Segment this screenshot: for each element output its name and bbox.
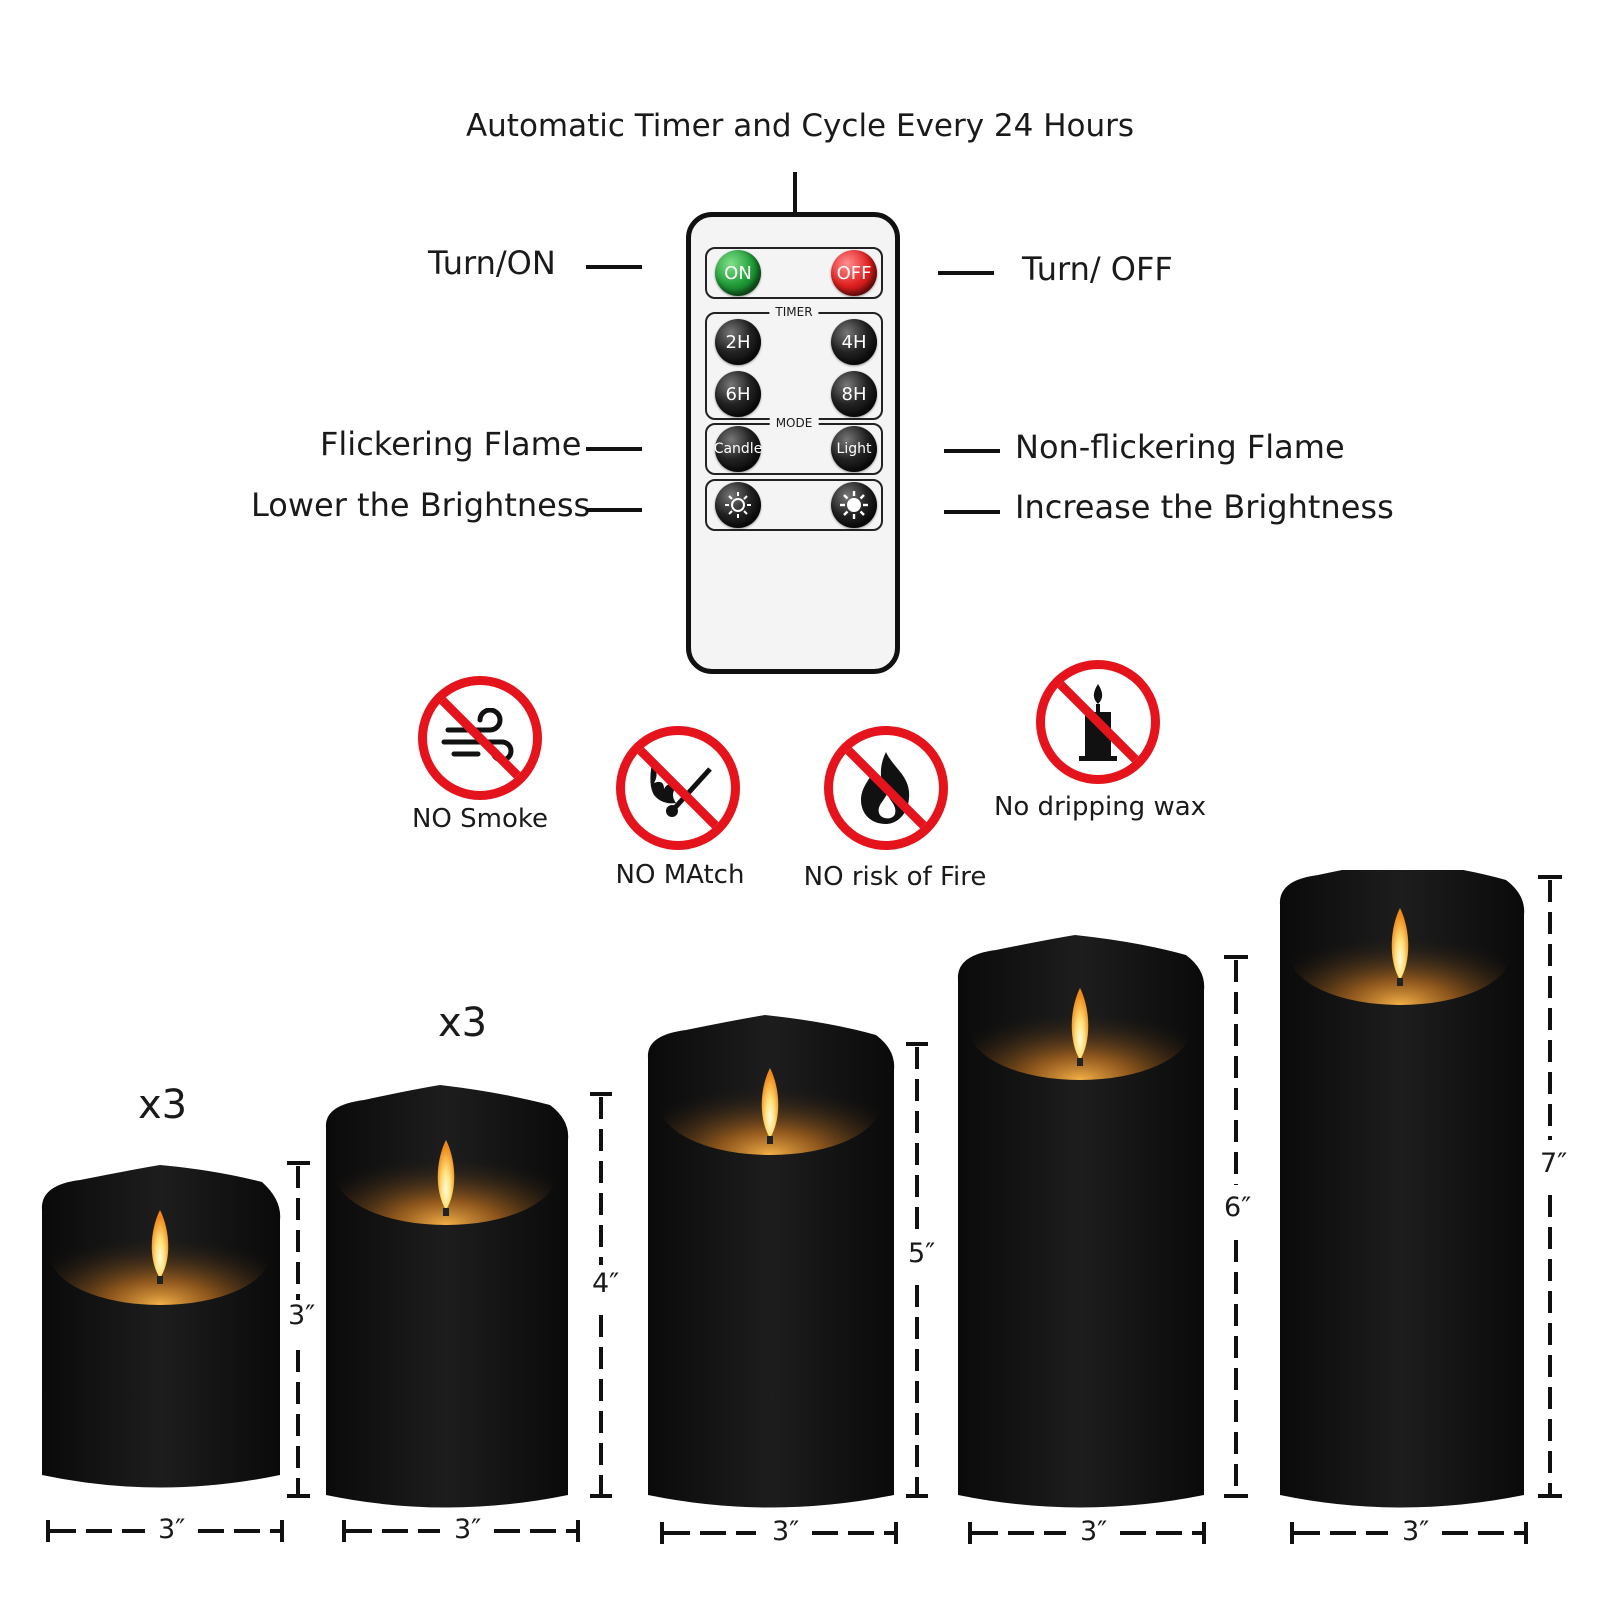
width-label-2: 3″: [454, 1514, 482, 1545]
feature-label-smoke: NO Smoke: [411, 804, 549, 834]
candle-set: [41, 870, 1562, 1544]
mode-panel: MODE Candle Light: [705, 416, 883, 475]
no-fire-icon: [824, 726, 948, 850]
turn-off-label: Turn/ OFF: [1022, 250, 1173, 288]
mode-caption: MODE: [769, 416, 819, 430]
feature-label-fire: NO risk of Fire: [803, 862, 987, 892]
timer-4h-button[interactable]: 4H: [831, 319, 877, 365]
no-match-icon: [616, 726, 740, 850]
lower-pointer: [586, 508, 642, 512]
non-flicker-pointer: [944, 449, 1000, 453]
candle-6in: [957, 935, 1205, 1508]
flicker-label: Flickering Flame: [320, 425, 582, 463]
timer-panel: TIMER 2H 4H 6H 8H: [705, 305, 883, 420]
width-label-1: 3″: [158, 1514, 186, 1545]
turn-off-pointer: [938, 271, 994, 275]
height-label-4: 6″: [1224, 1192, 1252, 1223]
turn-on-pointer: [586, 265, 642, 269]
increase-brightness-label: Increase the Brightness: [1015, 488, 1394, 526]
candle-3in: [41, 1165, 281, 1488]
page-title: Automatic Timer and Cycle Every 24 Hours: [465, 108, 1135, 144]
height-label-2: 4″: [592, 1268, 620, 1299]
flicker-pointer: [586, 447, 642, 451]
brightness-panel: [705, 479, 883, 531]
candle-5in: [647, 1015, 895, 1508]
on-button[interactable]: ON: [715, 250, 761, 296]
power-panel: ON OFF: [705, 247, 883, 299]
feature-label-match: NO MAtch: [615, 860, 745, 890]
off-button[interactable]: OFF: [831, 250, 877, 296]
lower-brightness-label: Lower the Brightness: [251, 486, 591, 524]
width-label-3: 3″: [772, 1516, 800, 1547]
timer-2h-button[interactable]: 2H: [715, 319, 761, 365]
candle-count-2: x3: [438, 1000, 488, 1046]
sun-dim-icon: [725, 492, 751, 518]
dim-down-button[interactable]: [715, 482, 761, 528]
no-wax-icon: [1036, 660, 1160, 784]
width-label-4: 3″: [1080, 1516, 1108, 1547]
dim-up-button[interactable]: [831, 482, 877, 528]
candle-count-1: x3: [138, 1082, 188, 1128]
width-label-5: 3″: [1402, 1516, 1430, 1547]
height-label-3: 5″: [908, 1238, 936, 1269]
no-smoke-icon: [418, 676, 542, 800]
light-mode-button[interactable]: Light: [831, 426, 877, 472]
candle-4in: [325, 1085, 569, 1508]
non-flicker-label: Non-flickering Flame: [1015, 428, 1345, 466]
feature-label-wax: No dripping wax: [993, 792, 1207, 822]
candle-7in: [1279, 870, 1525, 1508]
sun-bright-icon: [840, 491, 868, 519]
turn-on-label: Turn/ON: [428, 244, 556, 282]
timer-6h-button[interactable]: 6H: [715, 371, 761, 417]
height-label-1: 3″: [288, 1300, 316, 1331]
height-label-5: 7″: [1540, 1148, 1568, 1179]
candle-mode-button[interactable]: Candle: [714, 426, 762, 472]
timer-caption: TIMER: [769, 305, 819, 319]
remote-control: ON OFF TIMER 2H 4H 6H 8H MODE Candle Lig…: [686, 212, 900, 674]
flame-icon: [151, 1210, 169, 1278]
increase-pointer: [944, 510, 1000, 514]
timer-8h-button[interactable]: 8H: [831, 371, 877, 417]
